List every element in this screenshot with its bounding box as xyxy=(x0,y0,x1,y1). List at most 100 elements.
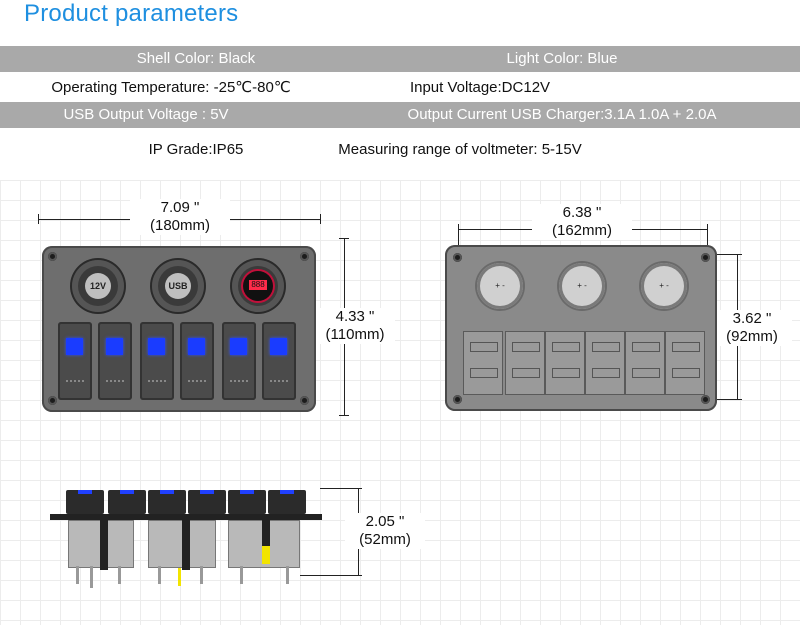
socket-stem xyxy=(100,520,108,570)
led-indicator xyxy=(160,490,174,494)
switch-ticks xyxy=(188,380,206,388)
back-width-mm: (162mm) xyxy=(551,222,612,239)
terminal-pin xyxy=(158,566,161,584)
led-indicator xyxy=(78,490,92,494)
back-width-tick-left xyxy=(458,224,459,248)
led-indicator xyxy=(280,490,294,494)
back-width-inches: 6.38 " xyxy=(562,204,602,221)
switch-ticks xyxy=(230,380,248,388)
front-width-mm: (180mm) xyxy=(149,217,210,234)
rocker-switch-3 xyxy=(140,322,174,400)
param-light-color: Light Color: Blue xyxy=(506,50,618,67)
switch-rear-5 xyxy=(625,331,665,395)
depth-tick-top xyxy=(320,488,362,489)
terminal-pin xyxy=(90,566,93,588)
rocker-switch-2 xyxy=(98,322,132,400)
switch-ticks xyxy=(106,380,124,388)
led-indicator xyxy=(230,338,247,355)
screw-icon xyxy=(300,396,309,405)
terminal-pin xyxy=(286,566,289,584)
voltmeter-stem xyxy=(262,520,270,546)
socket-label: 12V xyxy=(85,273,111,299)
front-height-mm: (110mm) xyxy=(325,326,385,343)
voltmeter: 888 xyxy=(232,260,284,312)
back-height-inches: 3.62 " xyxy=(732,310,772,327)
led-indicator xyxy=(270,338,287,355)
led-indicator xyxy=(120,490,134,494)
param-voltmeter-range: Measuring range of voltmeter: 5-15V xyxy=(338,141,582,158)
usb-charger: USB xyxy=(152,260,204,312)
usb-icon: USB xyxy=(165,273,191,299)
front-width-tick-left xyxy=(38,214,39,224)
led-indicator xyxy=(106,338,123,355)
screw-icon xyxy=(453,395,462,404)
front-height-tick-bottom xyxy=(339,415,349,416)
led-indicator xyxy=(188,338,205,355)
voltmeter-rear-terminal: + - xyxy=(641,263,687,309)
front-height-tick-top xyxy=(339,238,349,239)
front-width-label: 7.09 " (180mm) xyxy=(130,199,230,235)
param-row-3: USB Output Voltage : 5V Output Current U… xyxy=(0,102,800,128)
screw-icon xyxy=(453,253,462,262)
screw-icon xyxy=(48,252,57,261)
switch-ticks xyxy=(148,380,166,388)
led-indicator xyxy=(66,338,83,355)
switch-cap xyxy=(228,490,266,514)
back-height-tick-top xyxy=(708,254,742,255)
led-indicator xyxy=(200,490,214,494)
voltmeter-wire xyxy=(262,546,270,564)
switch-cap xyxy=(188,490,226,514)
switch-cap xyxy=(108,490,146,514)
terminal-pin xyxy=(200,566,203,584)
switch-ticks xyxy=(270,380,288,388)
cigarette-socket: 12V xyxy=(72,260,124,312)
page-title: Product parameters xyxy=(24,0,239,27)
front-height-label: 4.33 " (110mm) xyxy=(315,308,395,344)
screw-icon xyxy=(701,253,710,262)
depth-tick-bottom xyxy=(300,575,362,576)
terminal-pin xyxy=(240,566,243,584)
screw-icon xyxy=(701,395,710,404)
socket-rear-terminal: + - xyxy=(477,263,523,309)
led-indicator xyxy=(148,338,165,355)
terminal-pin xyxy=(76,566,79,584)
voltmeter-digits: 888 xyxy=(249,280,267,290)
screw-icon xyxy=(300,252,309,261)
rocker-switch-4 xyxy=(180,322,214,400)
back-height-label: 3.62 " (92mm) xyxy=(712,310,792,346)
param-ip-grade: IP Grade:IP65 xyxy=(148,141,244,158)
front-width-tick-right xyxy=(320,214,321,224)
switch-cap xyxy=(66,490,104,514)
back-height-tick-bottom xyxy=(708,399,742,400)
param-row-1: Shell Color: Black Light Color: Blue xyxy=(0,46,800,72)
yellow-wire xyxy=(178,568,181,586)
rocker-switch-6 xyxy=(262,322,296,400)
switch-ticks xyxy=(66,380,84,388)
switch-rear-1 xyxy=(463,331,503,395)
led-indicator xyxy=(240,490,254,494)
back-height-mm: (92mm) xyxy=(726,328,778,345)
rocker-switch-1 xyxy=(58,322,92,400)
switch-rear-6 xyxy=(665,331,705,395)
param-usb-output-voltage: USB Output Voltage : 5V xyxy=(63,106,229,123)
screw-icon xyxy=(48,396,57,405)
depth-mm: (52mm) xyxy=(359,531,411,548)
voltmeter-display: 888 xyxy=(243,271,273,301)
switch-rear-2 xyxy=(505,331,545,395)
side-plate xyxy=(50,514,322,520)
front-panel: 12V USB 888 xyxy=(42,246,316,412)
switch-rear-3 xyxy=(545,331,585,395)
back-width-tick-right xyxy=(707,224,708,248)
front-width-inches: 7.09 " xyxy=(160,199,200,216)
switch-cap xyxy=(268,490,306,514)
usb-rear-terminal: + - xyxy=(559,263,605,309)
terminal-pin xyxy=(118,566,121,584)
param-row-4: IP Grade:IP65 Measuring range of voltmet… xyxy=(0,137,800,163)
param-shell-color: Shell Color: Black xyxy=(136,50,256,67)
back-panel: + - + - + - xyxy=(445,245,717,411)
param-output-current: Output Current USB Charger:3.1A 1.0A + 2… xyxy=(407,106,717,123)
rocker-switch-5 xyxy=(222,322,256,400)
depth-inches: 2.05 " xyxy=(365,513,405,530)
switch-rear-4 xyxy=(585,331,625,395)
front-height-inches: 4.33 " xyxy=(335,308,375,325)
